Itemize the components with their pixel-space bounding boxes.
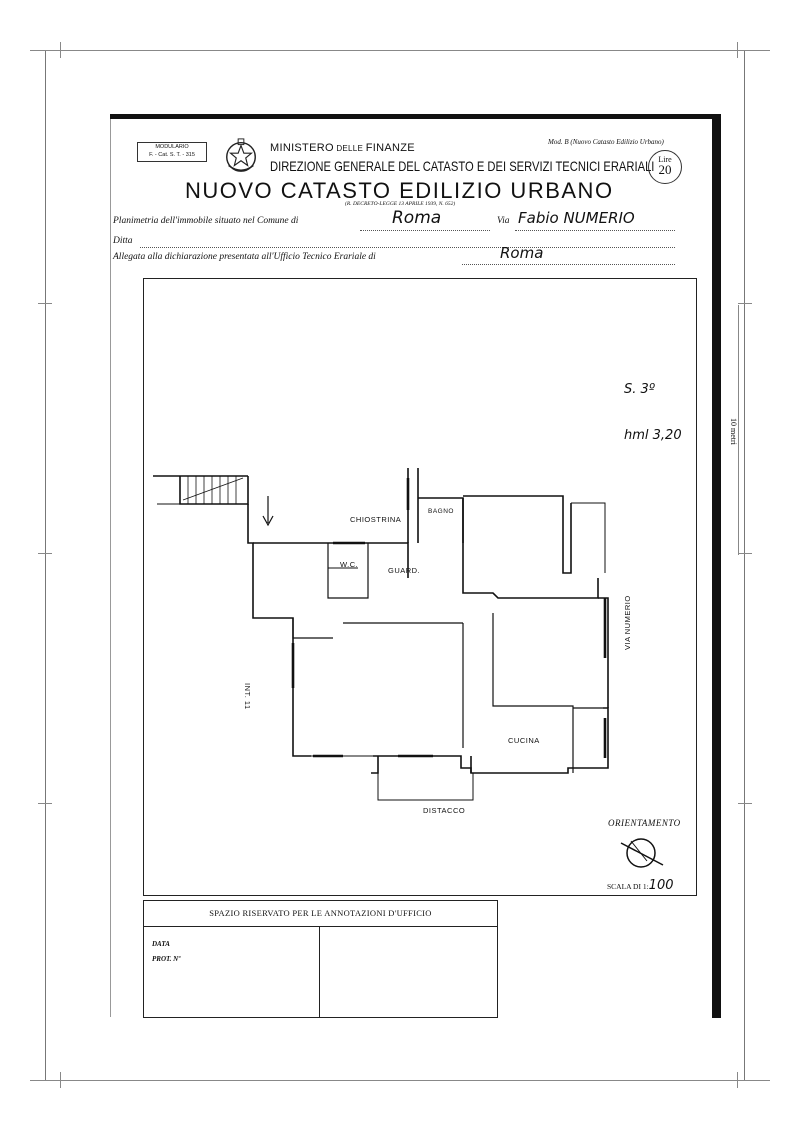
via-label: Via [497, 216, 510, 226]
dimension-label-distacco: DISTACCO [423, 806, 466, 815]
scale-value: 100 [648, 878, 674, 893]
document-top-bar [110, 114, 720, 119]
modulario-line2: F. - Cat. S. T. - 315 [149, 152, 195, 158]
street-label-via-numerio: VIA NUMERIO [623, 595, 632, 650]
margin-tick [738, 303, 752, 304]
scale-ruler [738, 305, 739, 555]
decree-reference: (R. DECRETO-LEGGE 13 APRILE 1939, N. 652… [345, 201, 456, 207]
ministry-word-finanze: FINANZE [365, 142, 415, 154]
directorate-line: DIREZIONE GENERALE DEL CATASTO E DEI SER… [270, 158, 655, 174]
ufficio-value: Roma [500, 244, 544, 262]
plan-note-floor: S. 3º [624, 382, 655, 397]
allegata-label: Allegata alla dichiarazione presentata a… [113, 252, 376, 262]
floor-plan-frame [143, 278, 697, 896]
ministry-line: MINISTERO DELLE FINANZE [270, 142, 415, 154]
scan-frame [45, 50, 745, 1080]
office-annotations-box [143, 900, 498, 1018]
frame-top-line [30, 50, 770, 51]
margin-tick [738, 553, 752, 554]
scale-prefix: SCALA DI 1: [607, 882, 649, 891]
ministry-word: MINISTERO [270, 142, 334, 154]
lire-label: Lire [658, 155, 672, 164]
ministry-connector: DELLE [333, 144, 366, 153]
office-annotations-title: SPAZIO RISERVATO PER LE ANNOTAZIONI D'UF… [144, 900, 497, 927]
lire-stamp: Lire 20 [648, 150, 682, 184]
annotation-data-label: DATA [152, 940, 170, 948]
orientation-label: ORIENTAMENTO [608, 818, 681, 828]
margin-tick [38, 553, 52, 554]
modulario-line1: MODULARIO [155, 144, 189, 150]
ditta-label: Ditta [113, 236, 133, 246]
scale-ruler-label: 10 metri [729, 418, 738, 445]
room-label-wc: W.C. [340, 560, 359, 569]
document-title: NUOVO CATASTO EDILIZIO URBANO [185, 178, 614, 203]
comune-field-line [360, 230, 490, 231]
room-label-cucina: CUCINA [508, 736, 540, 745]
document-left-rule [110, 119, 111, 1017]
frame-bottom-line [30, 1080, 770, 1081]
modulario-box: MODULARIO F. - Cat. S. T. - 315 [137, 142, 207, 162]
margin-tick [737, 42, 738, 58]
margin-tick [38, 303, 52, 304]
margin-tick [38, 803, 52, 804]
margin-tick [60, 1072, 61, 1088]
room-label-chiostrina: CHIOSTRINA [350, 515, 402, 524]
republic-emblem-icon [226, 138, 256, 172]
margin-tick [60, 42, 61, 58]
ditta-field-line [140, 247, 675, 248]
margin-tick [738, 803, 752, 804]
north-arrow-icon [620, 838, 664, 868]
model-b-label: Mod. B (Nuovo Catasto Edilizio Urbano) [548, 138, 664, 146]
office-annotations-divider [319, 926, 320, 1018]
comune-value: Roma [392, 208, 442, 228]
via-field-line [515, 230, 675, 231]
document-right-bar [712, 114, 721, 1018]
room-label-guard: GUARD. [388, 566, 421, 575]
via-value: Fabio NUMERIO [518, 209, 635, 227]
unit-label-int: INT. 11 [243, 683, 252, 710]
planimetria-label: Planimetria dell'immobile situato nel Co… [113, 216, 299, 226]
scale-label: SCALA DI 1:100 [607, 878, 674, 893]
ufficio-field-line [462, 264, 675, 265]
plan-note-height: hml 3,20 [624, 428, 682, 443]
margin-tick [737, 1072, 738, 1088]
annotation-prot-label: PROT. Nº [152, 955, 181, 963]
floor-plan-drawing [153, 468, 664, 868]
lire-value: 20 [658, 162, 672, 177]
room-label-bagno: BAGNO [428, 508, 454, 515]
